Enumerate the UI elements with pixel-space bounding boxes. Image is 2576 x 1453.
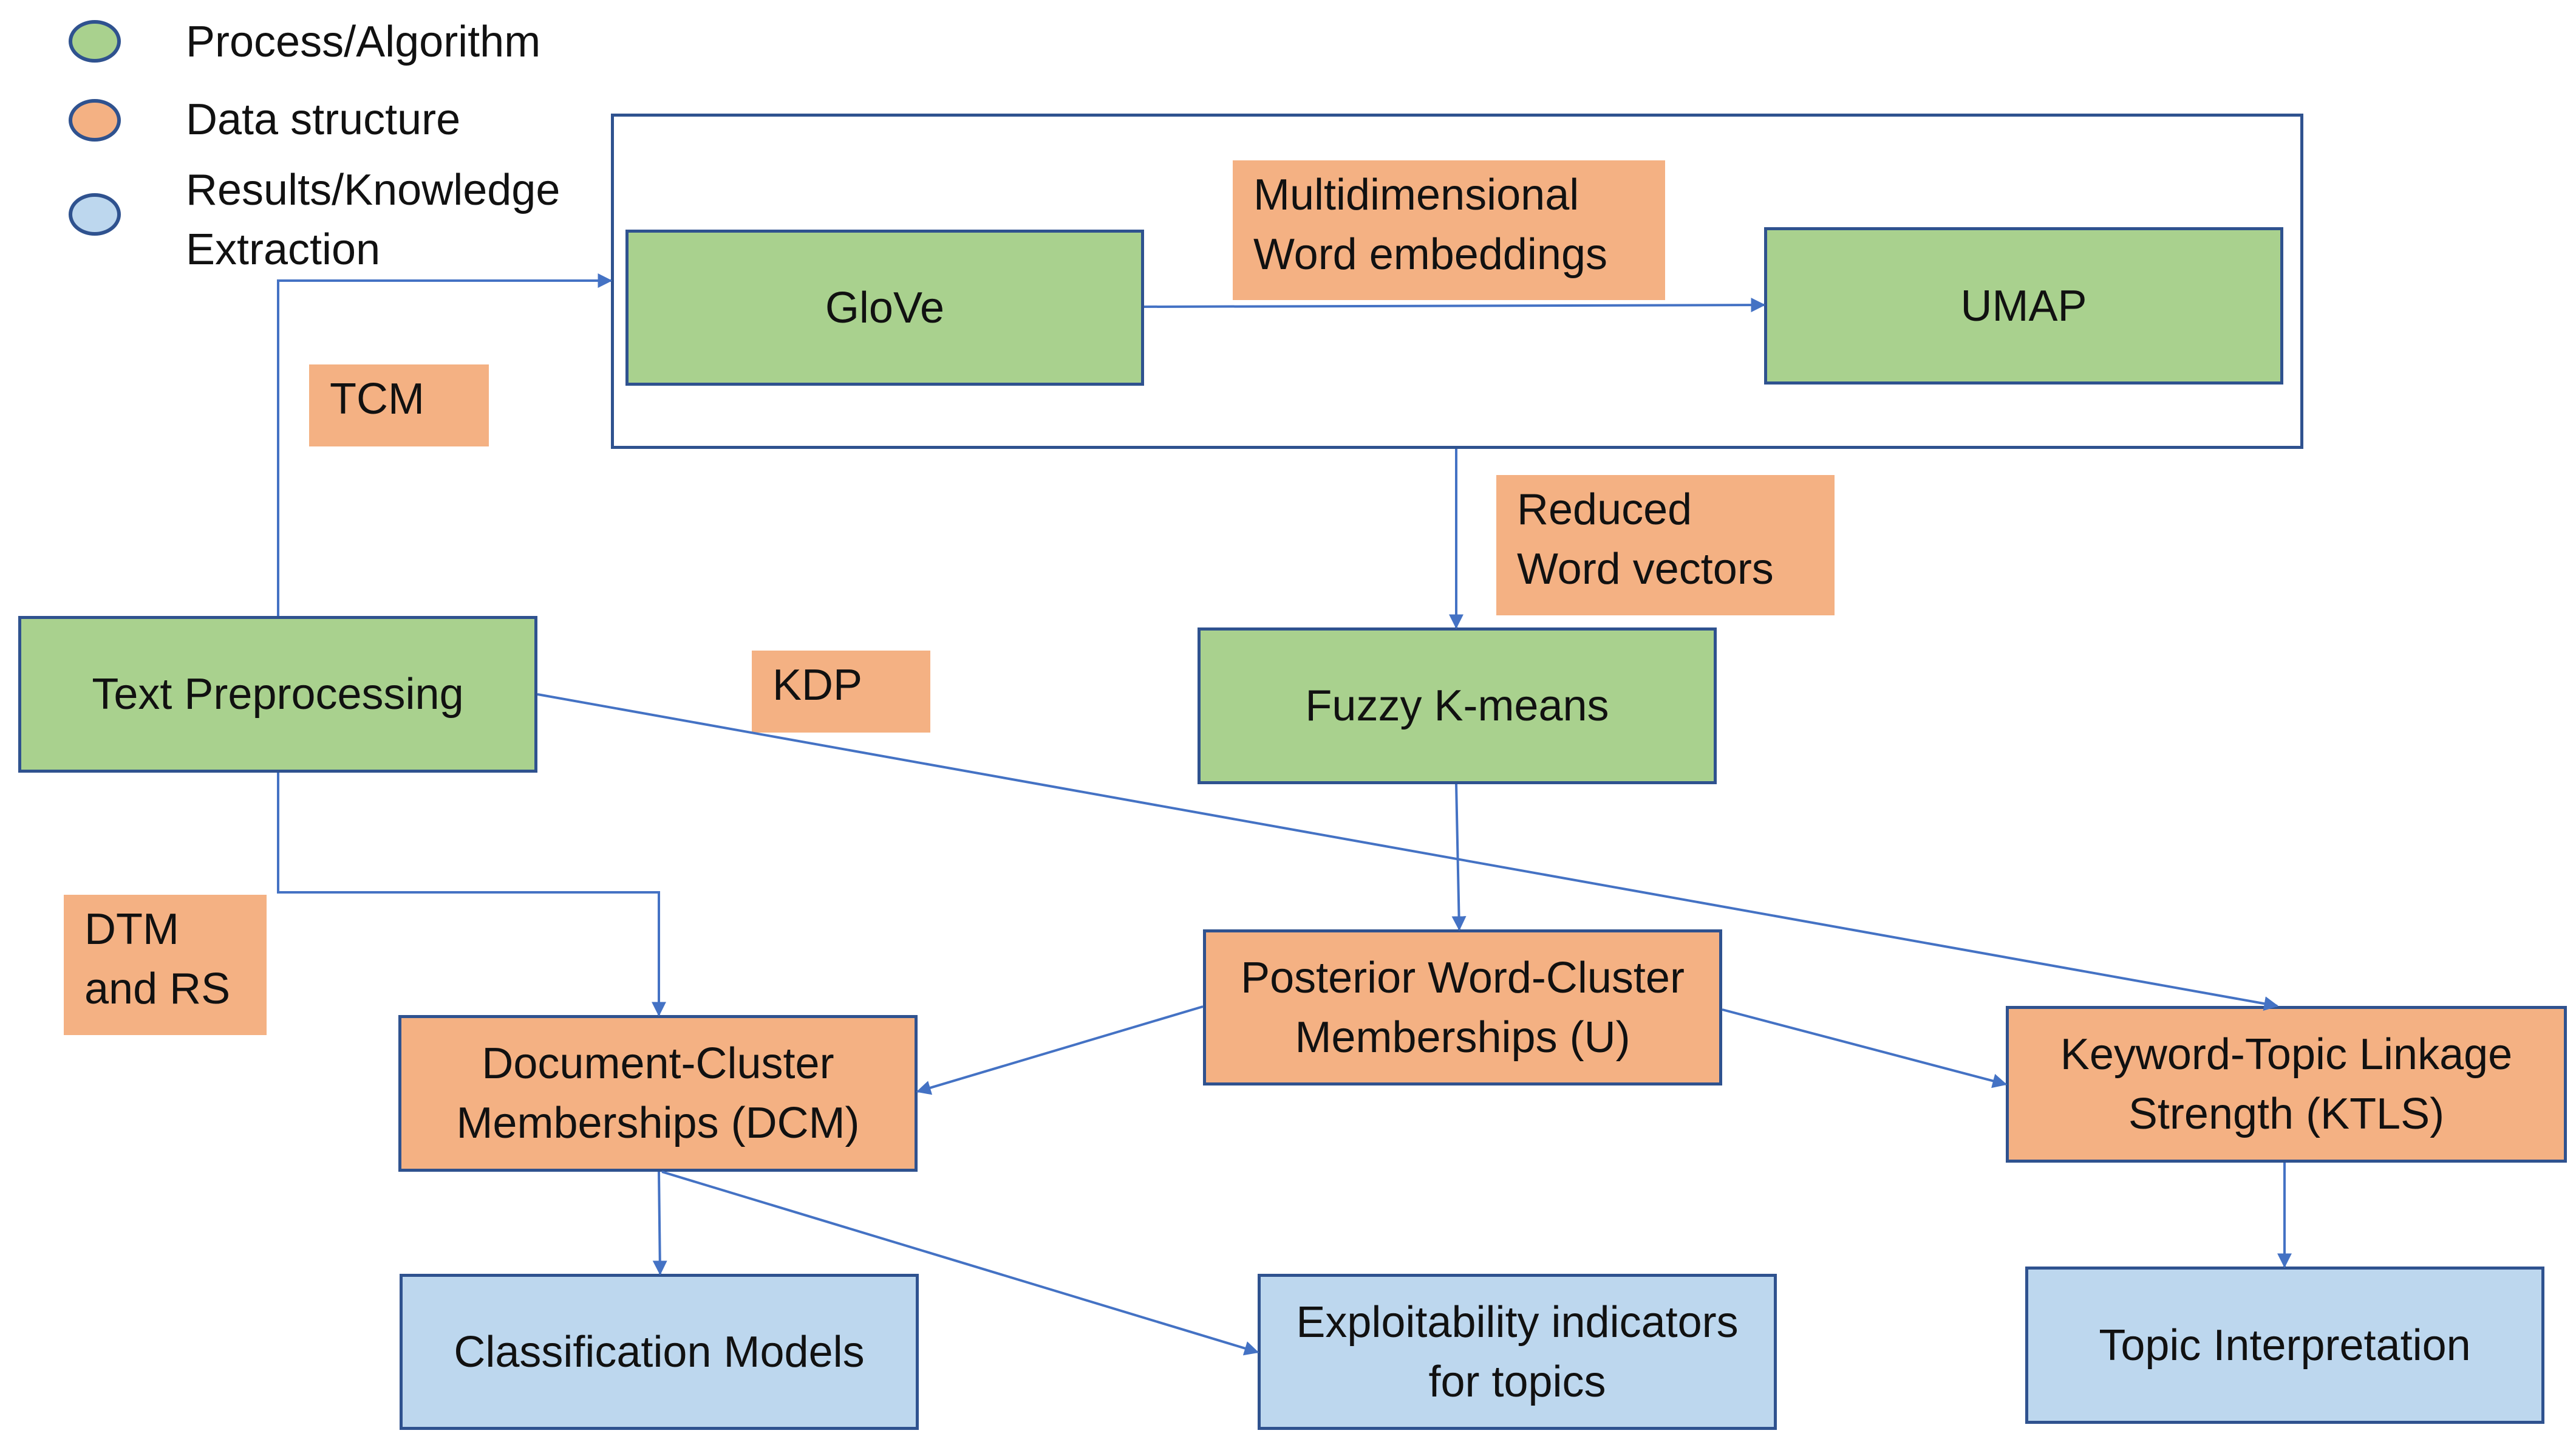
- arrow-posterior-to-ktls: [1722, 1008, 2008, 1089]
- arrow-preprocessing-to-dcm: [277, 773, 666, 1017]
- keyword-topic-linkage-node: Keyword-Topic Linkage Strength (KTLS): [2006, 1006, 2567, 1163]
- legend-process-swatch: [69, 20, 121, 63]
- classification-models-node: Classification Models: [400, 1274, 919, 1430]
- embedding-group-frame: [611, 114, 2303, 449]
- arrow-dcm-to-classification: [652, 1171, 667, 1276]
- reduced-word-vectors-label: Reduced Word vectors: [1496, 475, 1835, 615]
- posterior-memberships-node-label: Posterior Word-Cluster Memberships (U): [1241, 953, 1685, 1062]
- legend-results-swatch: [69, 193, 121, 236]
- fuzzy-kmeans-node-label: Fuzzy K-means: [1305, 682, 1609, 730]
- umap-node: UMAP: [1764, 227, 2283, 385]
- legend-data-structure-label: Data structure: [186, 95, 461, 144]
- umap-node-label: UMAP: [1960, 281, 2087, 330]
- arrow-dcm-to-exploitability: [661, 1171, 1259, 1356]
- legend-process-label: Process/Algorithm: [186, 18, 541, 66]
- classification-models-node-label: Classification Models: [454, 1327, 865, 1376]
- glove-node-label: GloVe: [825, 283, 945, 332]
- exploitability-indicators-node-label: Exploitability indicators for topics: [1296, 1297, 1739, 1406]
- document-cluster-memberships-node-label: Document-Cluster Memberships (DCM): [456, 1039, 860, 1147]
- topic-interpretation-node-label: Topic Interpretation: [2099, 1321, 2471, 1370]
- keyword-topic-linkage-node-label: Keyword-Topic Linkage Strength (KTLS): [2060, 1030, 2513, 1138]
- glove-node: GloVe: [625, 230, 1144, 386]
- topic-interpretation-node: Topic Interpretation: [2025, 1267, 2544, 1424]
- document-cluster-memberships-node: Document-Cluster Memberships (DCM): [398, 1015, 918, 1172]
- text-preprocessing-node: Text Preprocessing: [18, 616, 537, 773]
- exploitability-indicators-node: Exploitability indicators for topics: [1258, 1274, 1777, 1430]
- kdp-label: KDP: [752, 651, 930, 733]
- fuzzy-kmeans-node: Fuzzy K-means: [1198, 627, 1717, 784]
- arrow-preprocessing-to-ktls: [537, 693, 2279, 1011]
- tcm-label: TCM: [309, 364, 489, 446]
- arrow-fuzzy-to-posterior: [1451, 784, 1467, 931]
- arrow-preprocessing-to-glove: [277, 273, 613, 616]
- legend-results-label: Results/Knowledge Extraction: [186, 166, 561, 274]
- posterior-memberships-node: Posterior Word-Cluster Memberships (U): [1203, 929, 1722, 1085]
- legend-data-structure-swatch: [69, 99, 121, 142]
- dtm-rs-label: DTM and RS: [64, 895, 267, 1035]
- text-preprocessing-node-label: Text Preprocessing: [92, 670, 464, 719]
- multidimensional-embeddings-label: Multidimensional Word embeddings: [1233, 160, 1665, 300]
- arrow-posterior-to-dcm: [916, 1005, 1204, 1095]
- arrow-glove-to-umap: [1143, 298, 1766, 313]
